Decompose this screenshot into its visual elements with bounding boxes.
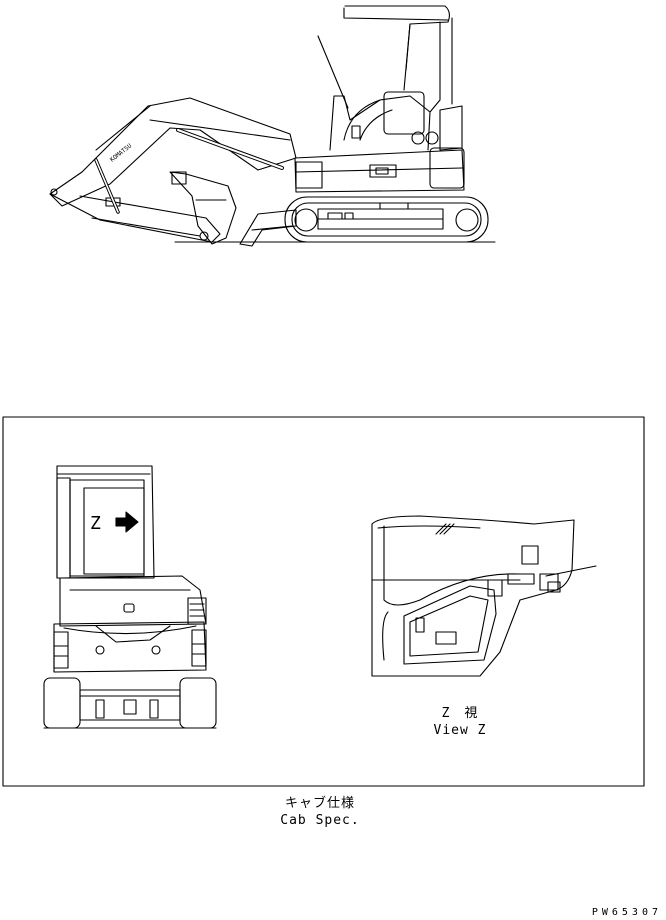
bucket	[169, 171, 237, 245]
arm	[49, 193, 221, 243]
caption-en: Cab Spec.	[280, 813, 360, 828]
rear-view	[43, 465, 217, 729]
excavator-side-view: KOMATSU	[49, 5, 496, 247]
drawing-number: PW65307	[591, 907, 662, 918]
caption-jp: キャブ仕様	[284, 796, 355, 811]
boom	[49, 97, 297, 207]
canopy	[344, 5, 451, 71]
view-z-detail	[371, 515, 597, 677]
detail-frame	[2, 416, 645, 787]
crawler-track	[284, 196, 489, 243]
view-label-jp: Z 視	[441, 706, 479, 721]
dozer-blade	[239, 209, 297, 247]
detail-marker: Z	[90, 513, 102, 534]
view-label-en: View Z	[433, 723, 487, 738]
svg-text:KOMATSU: KOMATSU	[109, 142, 134, 163]
